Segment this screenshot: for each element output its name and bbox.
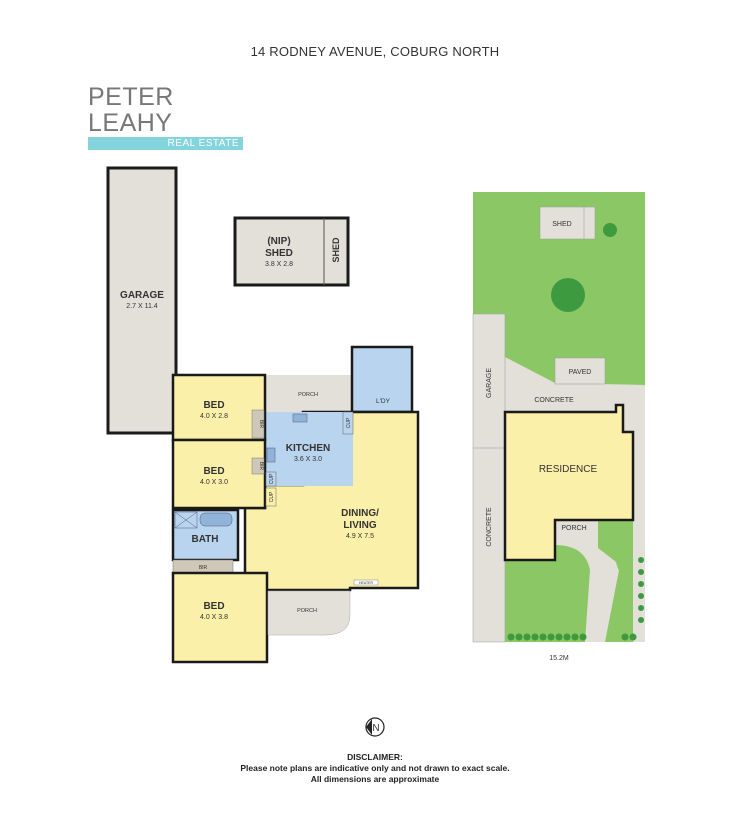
cup-label-1: CUP [346,417,352,428]
north-arrow-icon: N [365,717,385,737]
laundry-room [350,345,414,414]
bir-label-1: BIR [258,420,264,429]
front-porch-label: PORCH [297,608,317,614]
bed1-size: 4.0 X 2.8 [200,413,228,420]
bath-label: BATH [191,534,218,545]
nip-shed-prefix: (NIP) [267,236,290,247]
bed3-size: 4.0 X 3.8 [200,614,228,621]
back-porch [265,375,353,412]
nip-shed-label: SHED [265,248,293,259]
bed2-size: 4.0 X 3.0 [200,479,228,486]
dining-size: 4.9 X 7.5 [346,533,374,540]
garage-size: 2.7 X 11.4 [126,303,158,310]
site-frontage-label: 15.2M [549,655,569,662]
bed1-label: BED [203,400,224,411]
kitchen-size: 3.6 X 3.0 [294,456,322,463]
back-porch-label: PORCH [298,392,318,398]
bed1-room [171,373,267,442]
logo-tagline: REAL ESTATE [88,137,243,150]
page-title: 14 RODNEY AVENUE, COBURG NORTH [250,44,500,59]
bed2-room [171,438,267,510]
site-shed-label: SHED [552,221,571,228]
garage-room [106,166,178,435]
cup-label-2: CUP [269,473,275,484]
disclaimer: DISCLAIMER: Please note plans are indica… [0,752,750,785]
site-porch-label: PORCH [561,525,586,532]
laundry-label: L'DY [376,398,391,405]
garage-label: GARAGE [120,290,164,301]
north-letter: N [372,723,379,734]
site-garage-label: GARAGE [486,368,493,398]
cup-label-3: CUP [269,491,275,502]
disclaimer-line-2: All dimensions are approximate [310,774,440,784]
site-concrete-side-label: CONCRETE [486,507,493,547]
logo-name: PETER LEAHY [88,83,174,137]
nip-shed-room [233,216,350,287]
disclaimer-line-1: Please note plans are indicative only an… [240,763,510,773]
small-tree-icon [603,223,617,237]
kitchen-label: KITCHEN [286,443,330,454]
bed3-room [171,571,269,664]
site-paved-label: PAVED [569,369,592,376]
bir-label-3: BIR [199,565,208,571]
heater-label: HEATER [359,581,373,585]
bed2-label: BED [203,466,224,477]
front-porch [267,590,351,636]
bed3-label: BED [203,601,224,612]
bir-label-2: BIR [258,462,264,471]
dining-label-1: DINING/ [341,508,379,519]
site-residence [503,403,635,562]
agency-logo: PETER LEAHY REAL ESTATE [88,84,243,150]
large-tree-icon [551,278,585,312]
kitchen-room [266,412,353,486]
dining-label-2: LIVING [343,520,377,531]
site-concrete-top-label: CONCRETE [534,397,574,404]
hedge-row [507,557,644,641]
nip-shed-size: 3.8 X 2.8 [265,261,293,268]
small-shed-label: SHED [331,237,341,263]
site-residence-label: RESIDENCE [539,464,598,475]
disclaimer-heading: DISCLAIMER: [347,752,403,762]
